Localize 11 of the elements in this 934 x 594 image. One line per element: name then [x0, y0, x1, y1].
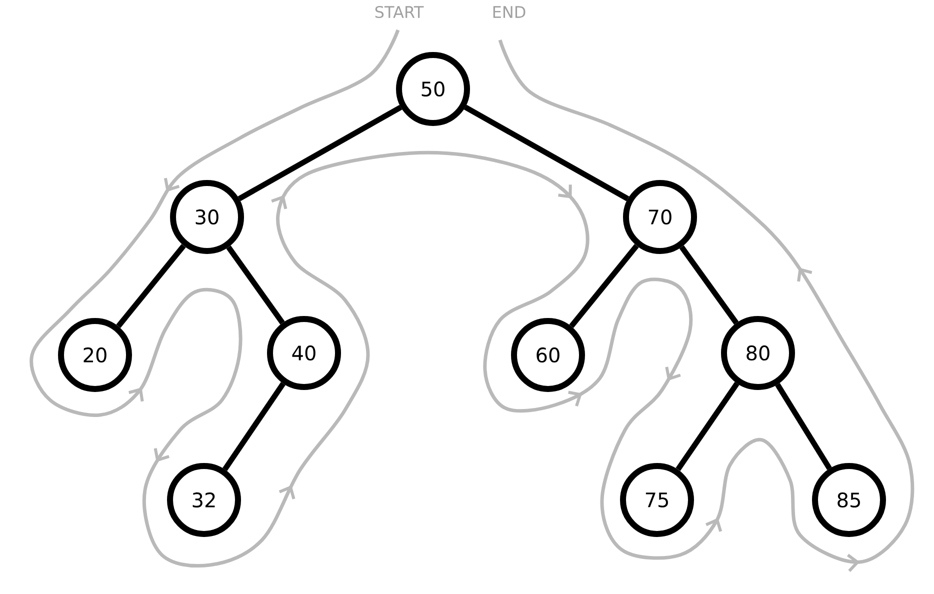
tree-edge	[775, 383, 832, 470]
tree-edge	[116, 244, 186, 328]
tree-edge	[238, 104, 402, 202]
path-end-label: START	[375, 6, 424, 18]
tree-edge	[569, 244, 639, 328]
path-end-label: END	[493, 6, 526, 18]
tree-edge	[222, 382, 286, 471]
tree-edge	[676, 382, 740, 472]
tree-edge	[464, 104, 630, 202]
tree-edge	[226, 246, 285, 324]
tree-edge	[679, 245, 739, 325]
